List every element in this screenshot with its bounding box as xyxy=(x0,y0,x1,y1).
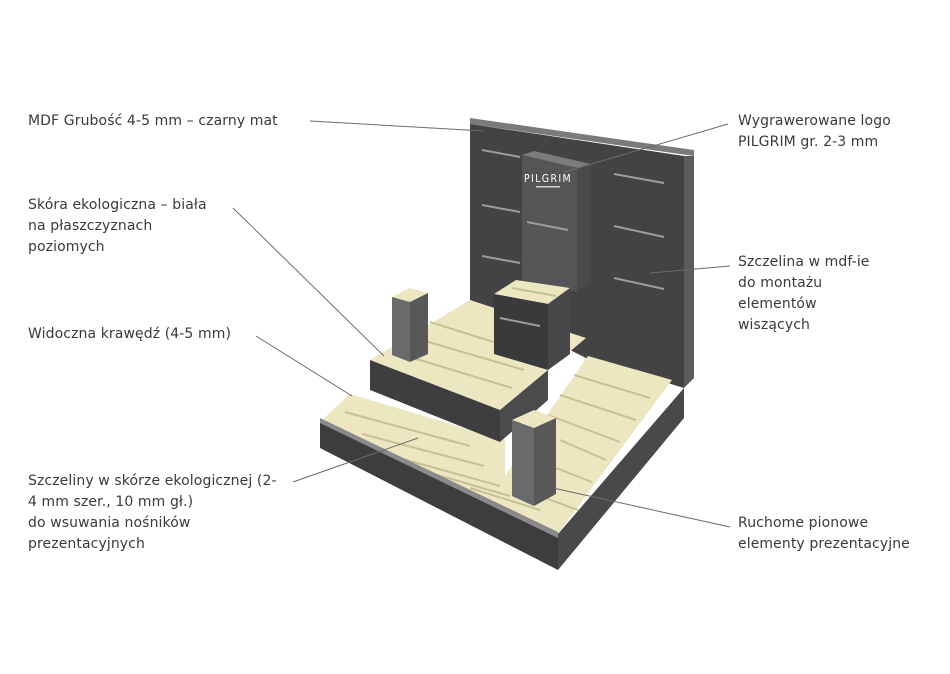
post-right-side xyxy=(534,418,556,506)
middle-step-front xyxy=(370,360,500,442)
wall-slot xyxy=(481,149,521,158)
leader-line-szczeliny xyxy=(292,437,419,483)
wall-slot xyxy=(481,204,521,213)
label-leather-slots: Szczeliny w skórze ekologicznej (2- 4 mm… xyxy=(28,473,277,552)
leather-slot xyxy=(344,411,471,447)
back-wall-top-edge xyxy=(470,118,694,156)
leather-slot xyxy=(559,439,607,461)
leader-line-szczelina xyxy=(649,265,731,274)
post-right-front xyxy=(512,420,534,506)
leader-line-krawedz xyxy=(255,335,353,397)
logo-block-top xyxy=(522,151,591,168)
upper-pedestal-side xyxy=(548,288,570,370)
leader-line-logo xyxy=(563,123,729,173)
logo-block-front xyxy=(522,155,577,292)
leather-slot xyxy=(573,374,651,399)
post-left-top xyxy=(392,288,428,302)
leader-line-skora xyxy=(232,207,385,357)
post-left-side xyxy=(410,293,428,362)
label-mdf-slot: Szczelina w mdf-ie do montażu elementów … xyxy=(738,254,870,333)
logo-block-side xyxy=(577,164,591,292)
upper-pedestal-front xyxy=(494,294,548,370)
wall-slot xyxy=(613,277,665,290)
leather-slot xyxy=(469,487,541,511)
leather-slot xyxy=(414,337,525,371)
back-wall-right-edge xyxy=(684,156,694,388)
visible-edge-strip xyxy=(320,418,558,538)
logo-block-slot xyxy=(526,221,569,231)
label-visible-edge: Widoczna krawędź (4-5 mm) xyxy=(28,326,232,342)
label-eco-leather: Skóra ekologiczna – biała na płaszczyzna… xyxy=(28,197,207,255)
leather-slot xyxy=(559,394,637,421)
leather-slot xyxy=(547,414,621,443)
label-engraved-logo: Wygrawerowane logo PILGRIM gr. 2-3 mm xyxy=(738,113,891,150)
engraved-logo-subline xyxy=(536,186,560,188)
leader-lines xyxy=(232,120,731,528)
post-left-front xyxy=(392,297,410,362)
pedestal-slot xyxy=(499,317,541,327)
label-movable-elements: Ruchome pionowe elementy prezentacyjne xyxy=(738,515,910,552)
engraved-logo: PILGRIM xyxy=(524,173,572,185)
base-front-face xyxy=(320,420,558,570)
leather-slot xyxy=(429,321,501,345)
leather-slot xyxy=(511,287,557,297)
leather-slot xyxy=(361,433,485,467)
wall-slot xyxy=(613,173,665,184)
leader-line-ruchome xyxy=(552,487,731,528)
wall-slot xyxy=(613,225,665,238)
wall-slot xyxy=(481,255,521,264)
label-mdf: MDF Grubość 4-5 mm – czarny mat xyxy=(28,113,278,129)
post-right-top xyxy=(512,410,556,428)
leather-slot xyxy=(555,467,593,483)
base-right-face xyxy=(558,388,684,570)
leather-slot xyxy=(399,353,513,389)
leader-line-mdf xyxy=(309,120,485,132)
